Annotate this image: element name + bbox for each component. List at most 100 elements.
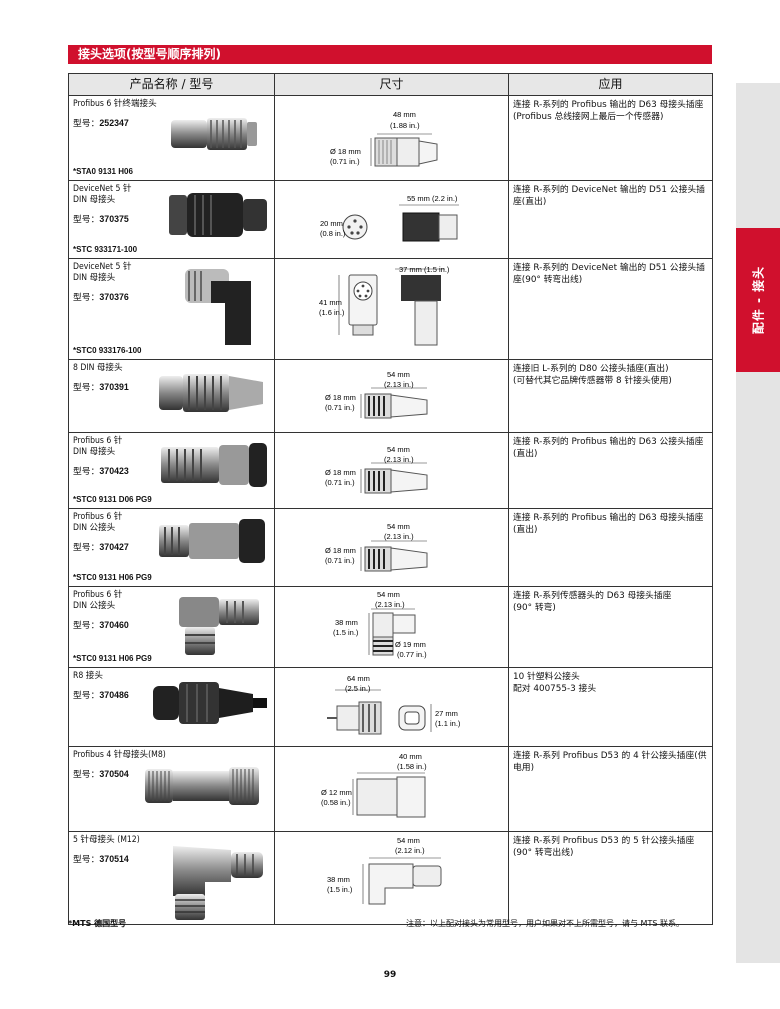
application-text: 连接 R-系列的 Profibus 输出的 D63 母接头插座(直出) — [513, 513, 704, 535]
connector-table: 产品名称 / 型号 尺寸 应用 Profibus 6 针终端接头 型号：2523… — [68, 73, 713, 925]
header-dimensions: 尺寸 — [274, 73, 509, 96]
table-row: Profibus 6 针 DIN 公接头 型号：370460 *STC0 913… — [68, 586, 713, 668]
application-text: 连接 R-系列 Profibus D53 的 4 针公接头插座(供电用) — [513, 751, 707, 773]
dim-length: 37 mm (1.5 in.) — [399, 265, 450, 274]
product-name: DeviceNet 5 针 DIN 母接头 — [73, 184, 132, 205]
side-panel — [736, 83, 780, 963]
connector-photo — [159, 519, 265, 563]
table-row: DeviceNet 5 针 DIN 母接头 型号：370376 *STC0 93… — [68, 258, 713, 360]
product-model: 型号：370423 — [73, 466, 129, 476]
dim-length-in: (2.13 in.) — [384, 455, 414, 464]
side-tab[interactable]: 配件 - 接头 — [736, 228, 780, 372]
connector-photo — [185, 269, 251, 345]
product-model: 型号：370391 — [73, 382, 129, 392]
section-title: 接头选项(按型号顺序排列) — [68, 45, 712, 64]
footnote: *MTS 德国型号 — [68, 919, 127, 928]
dim-diameter: Ø 18 mm — [325, 468, 356, 477]
product-name: Profibus 6 针 DIN 公接头 — [73, 590, 123, 611]
dim-diameter: Ø 18 mm — [330, 147, 361, 156]
dim-diameter: Ø 12 mm — [321, 788, 352, 797]
dim-diameter-in: (0.8 in.) — [320, 229, 346, 238]
table-row: 8 DIN 母接头 型号：370391 54 mm (2.13 — [68, 359, 713, 433]
product-model: 型号：370504 — [73, 769, 129, 779]
connector-photo — [161, 443, 267, 487]
table-row: 5 针母接头 (M12) 型号：370514 54 mm (2. — [68, 831, 713, 925]
table-row: Profibus 4 针母接头(M8) 型号：370504 40 mm — [68, 746, 713, 832]
product-name: R8 接头 — [73, 671, 103, 681]
product-code: *STC0 933176-100 — [73, 346, 142, 355]
product-name: 8 DIN 母接头 — [73, 363, 123, 373]
product-name: Profibus 4 针母接头(M8) — [73, 750, 166, 760]
dim-diameter-in: (0.77 in.) — [397, 650, 427, 659]
dim-diameter: 20 mm — [320, 219, 343, 228]
application-text: 连接 R-系列的 Profibus 输出的 D63 母接头插座(Profibus… — [513, 100, 704, 122]
dim-length: 55 mm (2.2 in.) — [407, 194, 458, 203]
application-text: 连接 R-系列传感器头的 D63 母接头插座 (90° 转弯) — [513, 591, 672, 613]
dim-length: 40 mm — [399, 752, 422, 761]
product-name: Profibus 6 针终端接头 — [73, 99, 157, 109]
connector-photo — [169, 193, 267, 237]
application-text: 连接 R-系列的 Profibus 输出的 D63 公接头插座(直出) — [513, 437, 704, 459]
product-model: 型号：370460 — [73, 620, 129, 630]
connector-photo — [171, 118, 257, 150]
dim-diameter: Ø 18 mm — [325, 546, 356, 555]
product-name: 5 针母接头 (M12) — [73, 835, 140, 845]
connector-photo — [173, 846, 263, 920]
product-code: *STC0 9131 D06 PG9 — [73, 495, 152, 504]
table-row: DeviceNet 5 针 DIN 母接头 型号：370375 *STC 933… — [68, 180, 713, 259]
dim-height: 38 mm — [327, 875, 350, 884]
note: 注意：以上配对接头为常用型号，用户如果对不上所需型号，请与 MTS 联系。 — [406, 919, 684, 928]
table-row: Profibus 6 针 DIN 公接头 型号：370427 *STC0 913… — [68, 508, 713, 587]
product-code: *STA0 9131 H06 — [73, 167, 133, 176]
dimension-drawing: 55 mm (2.2 in.) 20 mm (0.8 in.) — [276, 182, 508, 258]
application-text: 连接旧 L-系列的 D80 公接头插座(直出) (可替代其它品牌传感器带 8 针… — [513, 364, 672, 386]
dim-diameter-in: (0.71 in.) — [325, 478, 355, 487]
dim-length: 54 mm — [377, 590, 400, 599]
dim-height-in: (1.5 in.) — [333, 628, 359, 637]
dimension-drawing: 54 mm (2.12 in.) 38 mm (1.5 in.) — [276, 833, 508, 924]
dim-diameter-in: (0.71 in.) — [325, 556, 355, 565]
dim-length-in: (1.88 in.) — [390, 121, 420, 130]
dimension-drawing: 48 mm (1.88 in.) Ø 18 mm (0.71 in.) — [276, 97, 508, 180]
dim-length: 54 mm — [397, 836, 420, 845]
product-model: 型号：370375 — [73, 214, 129, 224]
header-application: 应用 — [508, 73, 713, 96]
dim-diameter: Ø 18 mm — [325, 393, 356, 402]
dim-height-in: (1.6 in.) — [319, 308, 345, 317]
dim-height-in: (1.5 in.) — [327, 885, 353, 894]
dim-diameter-in: (0.71 in.) — [325, 403, 355, 412]
product-model: 型号：370486 — [73, 690, 129, 700]
dim-length-in: (2.12 in.) — [395, 846, 425, 855]
header-product: 产品名称 / 型号 — [68, 73, 275, 96]
product-code: *STC0 9131 H06 PG9 — [73, 573, 152, 582]
dim-diameter-in: (1.1 in.) — [435, 719, 461, 728]
dim-diameter-in: (0.58 in.) — [321, 798, 351, 807]
dimension-drawing: 54 mm (2.13 in.) Ø 18 mm (0.71 in.) — [276, 361, 508, 432]
product-model: 型号：252347 — [73, 118, 129, 128]
application-text: 连接 R-系列的 DeviceNet 输出的 D51 公接头插座(90° 转弯出… — [513, 263, 705, 285]
connector-photo — [153, 682, 267, 724]
product-code: *STC 933171-100 — [73, 245, 138, 254]
connector-photo — [159, 374, 263, 412]
product-code: *STC0 9131 H06 PG9 — [73, 654, 152, 663]
dimension-drawing: 54 mm (2.13 in.) 38 mm (1.5 in.) Ø 19 mm… — [276, 588, 508, 667]
dim-length-in: (2.13 in.) — [375, 600, 405, 609]
dim-length-in: (2.13 in.) — [384, 380, 414, 389]
dim-diameter: Ø 19 mm — [395, 640, 426, 649]
dimension-drawing: 37 mm (1.5 in.) 41 mm (1.6 in.) — [276, 260, 508, 359]
dim-length: 48 mm — [393, 110, 416, 119]
table-row: R8 接头 型号：370486 — [68, 667, 713, 747]
dim-length: 54 mm — [387, 522, 410, 531]
dim-length: 54 mm — [387, 445, 410, 454]
dim-length: 54 mm — [387, 370, 410, 379]
dim-length: 64 mm — [347, 674, 370, 683]
dim-length-in: (1.58 in.) — [397, 762, 427, 771]
table-row: Profibus 6 针终端接头 型号：252347 *STA0 9131 H0… — [68, 95, 713, 181]
dim-diameter: 27 mm — [435, 709, 458, 718]
dimension-drawing: 64 mm (2.5 in.) 27 mm (1.1 in.) — [276, 669, 508, 746]
connector-photo — [179, 597, 259, 655]
application-text: 10 针塑料公接头 配对 400755-3 接头 — [513, 672, 597, 694]
application-text: 连接 R-系列的 DeviceNet 输出的 D51 公接头插座(直出) — [513, 185, 705, 207]
product-name: DeviceNet 5 针 DIN 母接头 — [73, 262, 132, 283]
dimension-drawing: 54 mm (2.13 in.) Ø 18 mm (0.71 in.) — [276, 510, 508, 586]
